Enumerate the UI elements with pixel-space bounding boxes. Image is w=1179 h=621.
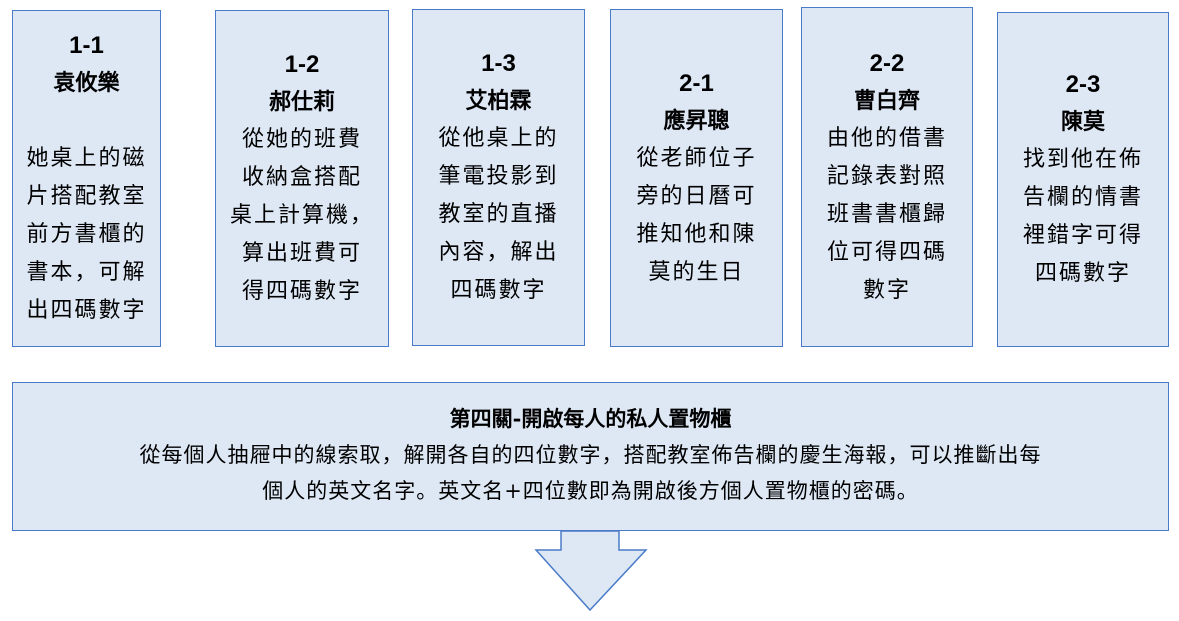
card-text-line: 出四碼數字	[26, 298, 147, 323]
card-code: 2-2	[869, 49, 905, 77]
card-text-line: 得四碼數字	[241, 279, 362, 304]
card-text-line: 記錄表對照	[826, 163, 947, 189]
stage-four-box: 第四關-開啟每人的私人置物櫃 從每個人抽屜中的線索取，解開各自的四位數字，搭配教…	[12, 382, 1169, 531]
card-text-line: 片搭配教室	[26, 184, 147, 209]
card-text-line: 書本，可解	[26, 260, 147, 285]
card-text-line: 內容，解出	[438, 240, 559, 265]
card-text-line: 數字	[862, 277, 911, 303]
clue-card-2-3: 2-3 陳莫找到他在佈告欄的情書裡錯字可得四碼數字	[997, 12, 1169, 347]
card-text-line: 班書書櫃歸	[826, 201, 947, 227]
clue-card-2-2: 2-2 曹白齊由他的借書記錄表對照班書書櫃歸位可得四碼數字	[801, 7, 973, 347]
card-name: 艾柏霖	[465, 88, 532, 114]
card-text-line: 裡錯字可得	[1022, 223, 1143, 248]
card-code: 2-3	[1065, 71, 1101, 98]
card-text-line: 從她的班費	[241, 127, 362, 152]
card-text-line: 收納盒搭配	[241, 165, 362, 190]
down-arrow-icon	[534, 530, 648, 612]
clue-card-1-1: 1-1 袁攸樂她桌上的磁片搭配教室前方書櫃的書本，可解出四碼數字	[12, 10, 161, 347]
stage-text-line: 從每個人抽屜中的線索取，解開各自的四位數字，搭配教室佈告欄的慶生海報，可以推斷出…	[139, 443, 1042, 467]
clue-card-1-2: 1-2 郝仕莉從她的班費收納盒搭配桌上計算機， 算出班費可得四碼數字	[215, 10, 389, 347]
card-text-line: 位可得四碼	[826, 239, 947, 265]
card-text-line: 桌上計算機，	[229, 203, 374, 228]
card-text-line: 前方書櫃的	[26, 222, 147, 247]
card-name: 應昇聰	[663, 107, 730, 134]
card-text-line: 莫的生日	[648, 259, 745, 285]
card-text-line: 算出班費可	[241, 241, 362, 266]
card-text-line: 推知他和陳	[636, 221, 757, 247]
card-text-line: 從他桌上的	[438, 126, 559, 151]
card-name: 曹白齊	[853, 87, 920, 114]
card-code: 1-2	[284, 51, 320, 78]
card-text-line: 由他的借書	[826, 125, 947, 151]
card-name: 袁攸樂	[53, 70, 120, 96]
card-text-line: 她桌上的磁	[26, 146, 147, 171]
card-text-line: 從老師位子	[636, 145, 757, 171]
card-code: 1-3	[481, 50, 516, 77]
card-name: 陳莫	[1060, 109, 1105, 135]
card-name: 郝仕莉	[268, 89, 335, 115]
card-text-line: 找到他在佈	[1022, 147, 1143, 172]
card-text-line: 旁的日曆可	[636, 183, 757, 209]
card-text-line: 四碼數字	[450, 278, 547, 303]
card-text-line: 筆電投影到	[438, 164, 559, 189]
stage-text-line: 個人的英文名字。英文名+四位數即為開啟後方個人置物櫃的密碼。	[262, 479, 919, 503]
card-code: 2-1	[679, 69, 714, 97]
stage-title: 第四關-開啟每人的私人置物櫃	[449, 406, 732, 431]
card-text-line: 四碼數字	[1034, 261, 1131, 286]
card-code: 1-1	[69, 32, 104, 59]
clue-card-2-1: 2-1 應昇聰從老師位子旁的日曆可推知他和陳莫的生日	[610, 9, 783, 347]
card-text-line: 告欄的情書	[1022, 185, 1143, 210]
clue-card-1-3: 1-3 艾柏霖從他桌上的筆電投影到教室的直播內容，解出四碼數字	[412, 9, 585, 346]
card-text-line: 教室的直播	[438, 202, 559, 227]
